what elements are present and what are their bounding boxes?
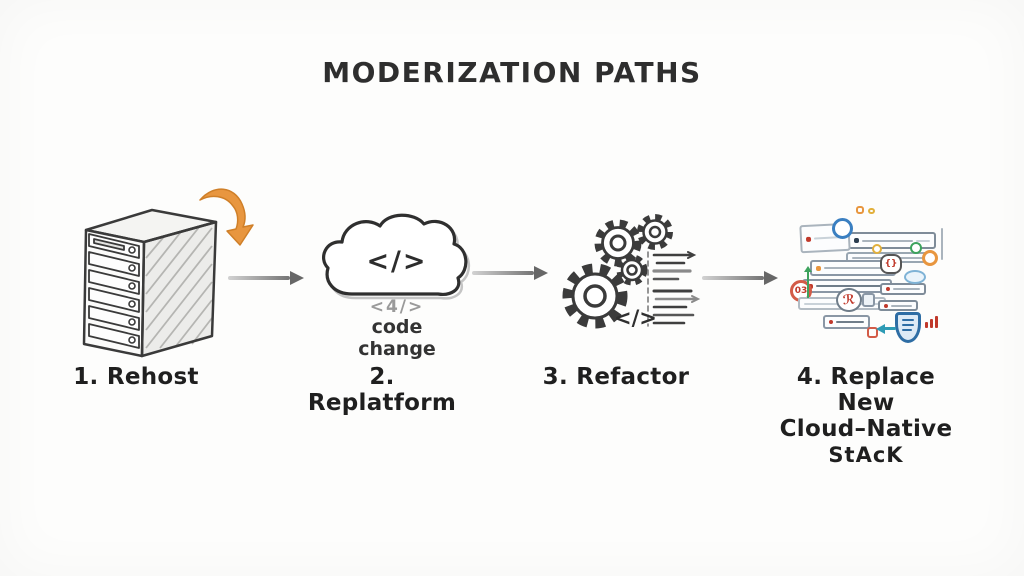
stack-mini-chart bbox=[925, 322, 928, 328]
step-3-label: 3. Refactor bbox=[542, 364, 690, 390]
stack-node-badge bbox=[832, 218, 853, 239]
stack-cloud-badge bbox=[904, 270, 926, 284]
flow-arrow-1-icon bbox=[228, 271, 304, 285]
stack-alert-badge: 03 bbox=[790, 280, 812, 302]
flow-arrow-2-icon bbox=[472, 266, 548, 280]
step-4-label-line-3: StAcK bbox=[828, 443, 904, 467]
stack-teal-arrow bbox=[876, 324, 885, 334]
stack-server-bar bbox=[880, 283, 926, 295]
gears-icon: </> bbox=[562, 214, 701, 330]
step-4-label: 4. Replace New Cloud–Native StAcK bbox=[776, 364, 956, 468]
code-lines bbox=[647, 251, 701, 327]
cloud-native-stack-icon: 03 ℛ {} bbox=[790, 200, 954, 350]
stack-yellow-badge bbox=[872, 244, 882, 254]
server-tower-icon bbox=[82, 208, 218, 358]
migration-arrow-icon bbox=[199, 188, 254, 246]
code-change-caption: code change bbox=[358, 316, 436, 360]
stack-server-bar bbox=[878, 300, 918, 311]
server-drive-bays bbox=[88, 233, 140, 349]
stack-container-box bbox=[862, 293, 875, 307]
step-1-label: 1. Rehost bbox=[73, 364, 199, 390]
cloud-code-glyph: </> bbox=[366, 246, 428, 277]
stack-up-arrow bbox=[807, 272, 809, 298]
gear-top-right bbox=[637, 214, 673, 250]
stack-orange-badge bbox=[922, 250, 938, 266]
stack-server-bar bbox=[848, 232, 936, 249]
stack-green-badge bbox=[910, 242, 922, 254]
flow-arrow-3-icon bbox=[702, 271, 778, 285]
cloud-icon bbox=[322, 213, 470, 300]
stack-chip bbox=[856, 206, 864, 214]
stack-speech-bubble: {} bbox=[880, 254, 902, 274]
stack-shield-icon bbox=[895, 312, 921, 343]
gear-medium bbox=[594, 219, 642, 267]
code-change-glyph: <4/> bbox=[369, 297, 425, 317]
gear-large bbox=[562, 263, 628, 329]
stack-server-bar bbox=[823, 315, 870, 329]
diagram-title: MODERIZATION PATHS bbox=[322, 56, 702, 89]
refactor-code-glyph: </> bbox=[614, 306, 657, 330]
step-4-label-line-2: Cloud–Native bbox=[779, 416, 953, 442]
stack-chip bbox=[868, 208, 875, 214]
gear-small bbox=[616, 254, 648, 286]
step-4-label-line-1: 4. Replace New bbox=[796, 364, 936, 416]
step-2-label: 2. Replatform bbox=[307, 364, 457, 416]
stack-bracket bbox=[941, 228, 943, 260]
